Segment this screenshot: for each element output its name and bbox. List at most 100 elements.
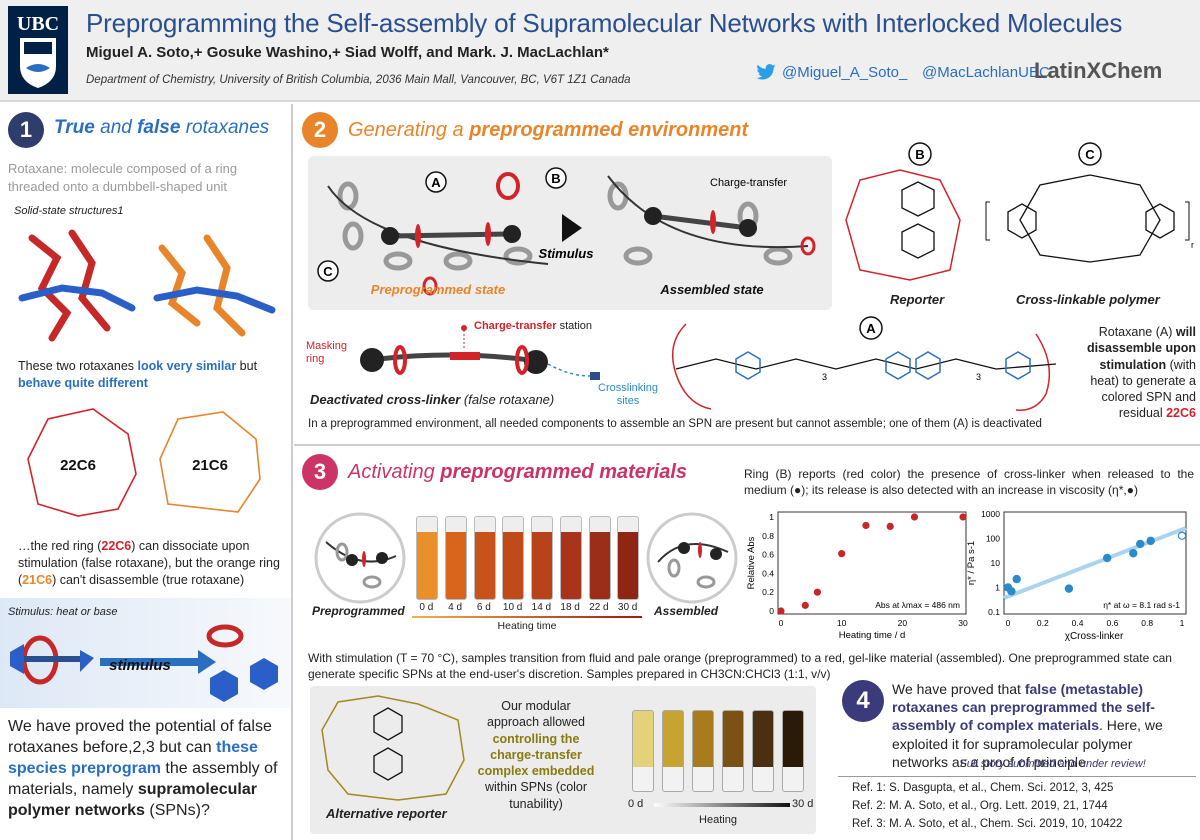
- chart2-point: [1129, 549, 1138, 558]
- chart1-point: [910, 513, 919, 521]
- chart2-point: [1146, 536, 1155, 546]
- vial: [502, 516, 525, 600]
- section-3-title: Activating preprogrammed materials: [348, 461, 688, 483]
- chart2-trend-line: [1003, 526, 1187, 600]
- section-2-title: Generating a preprogrammed environment: [348, 119, 749, 141]
- vial: [416, 516, 438, 600]
- vial-label: 6 d: [476, 602, 491, 613]
- chart2-y-tick: 0.1: [988, 607, 1000, 617]
- chart1-y-tick: 0.8: [762, 531, 774, 541]
- similar-text: These two rotaxanes look very similar bu…: [18, 359, 258, 390]
- row-divider: [294, 444, 1200, 446]
- story-text: Full story submitted and under review!: [960, 758, 1146, 770]
- authors: Miguel A. Soto,+ Gosuke Washino,+ Siad W…: [86, 44, 609, 61]
- vial-label: 18 d: [560, 602, 580, 613]
- crown-ether-rings-diagram: 22C6 21C6: [27, 408, 261, 517]
- crosslinking-sites-label: Crosslinking sites: [598, 382, 658, 408]
- label-b: B: [915, 147, 924, 162]
- conclusion-text: We have proved that false (metastable) r…: [892, 681, 1163, 770]
- poster-title: Preprogramming the Self-assembly of Supr…: [86, 8, 1123, 38]
- assembled-network-icon: [646, 512, 738, 604]
- subscript-3-left: 3: [822, 372, 827, 382]
- latinxchem-logo: LatinXChem: [1034, 58, 1163, 83]
- chart1-x-tick: 20: [898, 618, 908, 628]
- twitter-handle-2[interactable]: @MacLachlanUBC: [922, 64, 1050, 81]
- ubc-logo: UBC: [8, 6, 68, 94]
- scheme-label-a: A: [431, 175, 441, 190]
- alternative-reporter-structure: [321, 695, 465, 801]
- chart1-x-tick: 30: [958, 618, 968, 628]
- solid-state-structures-image: [18, 229, 276, 342]
- logo-text: UBC: [17, 13, 59, 35]
- reporter-label: Reporter: [890, 292, 945, 307]
- stimulus-diagram: stimulus: [10, 624, 278, 702]
- vial-label: 0 d: [419, 602, 434, 613]
- vial-label: 4 d: [448, 602, 463, 613]
- chart1-x-tick: 10: [837, 618, 847, 628]
- vial: [473, 516, 496, 600]
- reference-2: Ref. 2: M. A. Soto, et al., Org. Lett. 2…: [852, 799, 1108, 812]
- stimulus-word: stimulus: [109, 657, 171, 674]
- chart2-point: [1177, 531, 1187, 540]
- solid-state-label: Solid-state structures1: [14, 205, 124, 217]
- chart1-y-tick: 0: [769, 606, 774, 616]
- alt-vial: [752, 710, 774, 792]
- chart1-ylabel: Relative Abs: [746, 536, 757, 589]
- refs-divider: [838, 776, 1196, 777]
- section-3-number: 3: [302, 454, 338, 490]
- environment-text: In a preprogrammed environment, all need…: [308, 418, 1042, 430]
- reference-3: Ref. 3: M. A. Soto, et al., Chem. Sci. 2…: [852, 817, 1123, 830]
- modular-approach-text: Our modular approach allowed controlling…: [477, 699, 595, 811]
- chart1-point: [862, 521, 870, 530]
- chart2-point: [1064, 584, 1074, 593]
- chart1-annotation: Abs at λmax = 486 nm: [875, 600, 960, 610]
- heating-gradient: [654, 803, 790, 807]
- twitter-handle-1[interactable]: @Miguel_A_Soto_: [782, 64, 908, 81]
- chart1-y-tick: 0.2: [762, 587, 774, 597]
- section-1-title: True and false rotaxanes: [54, 117, 270, 138]
- proved-question: We have proved the potential of false ro…: [8, 718, 278, 820]
- reporter-polymer-structures: B C n: [845, 142, 1194, 281]
- chart2-y-tick: 1000: [981, 509, 1000, 519]
- column-divider: [291, 104, 293, 840]
- chart2-x-tick: 0.4: [1072, 618, 1084, 628]
- preprogrammed-state-label: Preprogrammed state: [371, 282, 505, 297]
- deactivated-crosslinker-diagram: [360, 325, 600, 380]
- chart2-xlabel: χCross-linker: [1065, 631, 1124, 642]
- affiliation: Department of Chemistry, University of B…: [86, 74, 631, 86]
- chart1-frame: [777, 511, 967, 615]
- heating-label: Heating: [699, 814, 737, 826]
- ring-report-text: Ring (B) reports (red color) the presenc…: [744, 467, 1194, 498]
- chart1-y-tick: 0.4: [762, 568, 774, 578]
- alternative-reporter-label: Alternative reporter: [326, 806, 447, 821]
- heating-vials: [412, 510, 642, 602]
- polymer-n-label: n: [1191, 240, 1194, 250]
- chart2-ylabel: η* / Pa s-1: [966, 541, 977, 585]
- chart1-point: [959, 513, 967, 521]
- vial: [617, 516, 640, 600]
- chart1-y-tick: 0.6: [762, 550, 774, 560]
- chart2-x-tick: 0: [1006, 618, 1011, 628]
- stimulus-label-s2: Stimulus: [539, 246, 594, 261]
- charge-transfer-label: Charge-transfer: [710, 177, 787, 189]
- chart2-annotation: η* at ω = 8.1 rad s-1: [1103, 600, 1180, 610]
- ring-21c6-label: 21C6: [192, 457, 228, 474]
- alt-vial: [782, 710, 804, 792]
- chart2-y-tick: 1: [995, 583, 1000, 593]
- chart2-x-tick: 0.6: [1106, 618, 1118, 628]
- alt-vial: [632, 710, 654, 792]
- polymer-label: Cross-linkable polymer: [1016, 292, 1160, 307]
- chart2-point: [1102, 553, 1112, 563]
- rotaxane-a-structure: A 3 3: [671, 316, 1057, 411]
- label-c: C: [1085, 147, 1095, 162]
- ct-station-label: Charge-transfer station: [474, 320, 592, 332]
- alt-vial: [722, 710, 744, 792]
- heating-gradient-bar: [412, 616, 642, 618]
- heating-time-label: Heating time: [497, 620, 557, 632]
- chart2-y-tick: 100: [986, 534, 1000, 544]
- stimulus-label: Stimulus: heat or base: [8, 606, 118, 618]
- reference-1: Ref. 1: S. Dasgupta, et al., Chem. Sci. …: [852, 782, 1114, 794]
- stimulus-panel: [0, 598, 291, 708]
